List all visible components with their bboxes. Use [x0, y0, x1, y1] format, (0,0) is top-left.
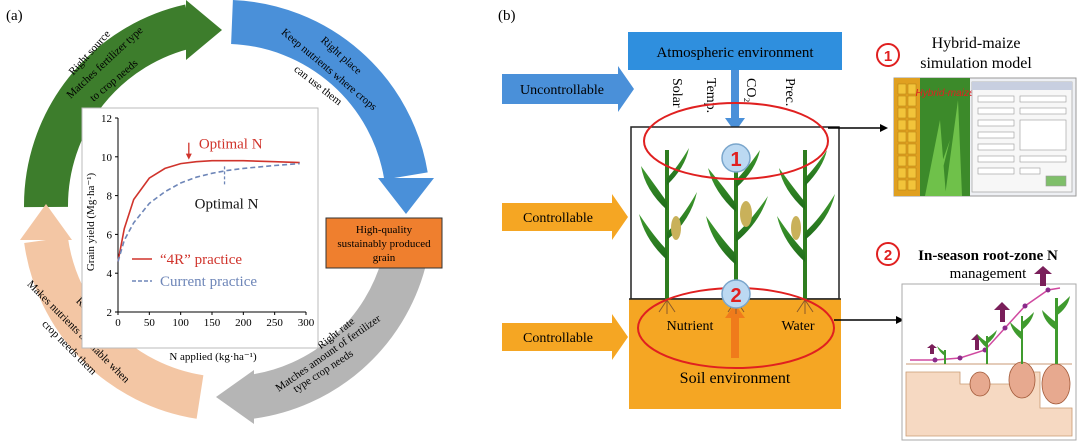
optimal-n-4r-arrowhead: [185, 153, 192, 160]
arc-source-label: Right source Matches fertilizer type to …: [64, 24, 145, 104]
arc-rate-arrowhead: [216, 370, 254, 424]
climate-factors: Solar Temp. CO₂ Prec.: [669, 78, 797, 113]
optimal-n-current-label: Optimal N: [195, 196, 259, 212]
seedling-plants: [937, 296, 1070, 364]
model-screenshot: Hybrid-maize: [893, 77, 1077, 197]
chart-y-tick-label: 6: [107, 229, 113, 241]
maize-plants: [639, 148, 835, 314]
factor-co2: CO₂: [743, 78, 758, 102]
atmosphere-down-arrow: [725, 70, 745, 132]
n-demand-line: [910, 287, 1061, 361]
chart-x-tick-label: 0: [115, 317, 121, 329]
maize-plant-right: [777, 150, 835, 300]
legend-label-4r: “4R” practice: [160, 252, 242, 268]
legend-label-current: Current practice: [160, 274, 257, 290]
root-title-line1: In-season root-zone N: [918, 248, 1058, 264]
marker-2-number: 2: [730, 285, 741, 307]
model-form-fields: [977, 95, 1067, 187]
soil-environment-box: Soil environment Nutrient Water: [629, 298, 841, 409]
panel-b-label: (b): [498, 8, 516, 24]
chart-lines: [117, 159, 300, 262]
chart-panel: [81, 107, 319, 349]
factor-solar: Solar: [669, 78, 684, 108]
controllable-arrow-plants: Controllable: [502, 194, 628, 240]
model-number-badge: [876, 43, 900, 67]
chart-y-tick-label: 8: [107, 191, 113, 203]
uncontrollable-arrow: Uncontrollable: [502, 66, 634, 112]
arc-time-arrowhead: [20, 204, 72, 240]
chart-x-tick-label: 100: [172, 317, 189, 329]
maize-plant-left: [639, 148, 697, 300]
chart-x-tick-label: 200: [235, 317, 252, 329]
arc-place-arrowhead: [378, 178, 434, 214]
uncontrollable-label: Uncontrollable: [520, 83, 604, 98]
soil-environment-label: Soil environment: [680, 370, 791, 387]
model-number: 1: [884, 48, 892, 65]
chart-y-tick-label: 12: [101, 113, 112, 125]
quality-grain-box: High-quality sustainably produced grain: [325, 217, 443, 269]
nutrient-label: Nutrient: [667, 319, 714, 334]
arc-right-source: [23, 4, 196, 208]
water-label: Water: [781, 319, 814, 334]
series-line-4r-practice: [117, 159, 300, 262]
chart-annotations: Optimal N Optimal N: [185, 137, 263, 212]
quality-grain-line3: grain: [373, 252, 396, 264]
chart-ticks: 0 50 100 150 200 250 300 2 4 6 8 10 12: [101, 113, 315, 329]
root-number: 2: [884, 247, 892, 264]
root-number-badge: [876, 242, 900, 266]
marker-2-badge: 2: [721, 279, 751, 309]
controllable-plants-label: Controllable: [523, 211, 593, 226]
panel-a-label: (a): [6, 8, 23, 24]
arc-right-place: [230, 0, 428, 180]
atmospheric-environment-box: Atmospheric environment: [628, 32, 842, 70]
factor-prec: Prec.: [782, 78, 797, 106]
chart-x-tick-label: 300: [298, 317, 315, 329]
factor-temp: Temp.: [703, 78, 718, 113]
root-title-line2: management: [950, 266, 1027, 282]
atmospheric-environment-label: Atmospheric environment: [656, 45, 814, 61]
hybrid-maize-section: 1 Hybrid-maize simulation model Hybrid-m…: [876, 35, 1077, 197]
root-zone-section: 2 In-season root-zone N management: [876, 242, 1077, 441]
marker-1-badge: 1: [721, 143, 751, 173]
controllable-arrow-soil: Controllable: [502, 314, 628, 360]
marker-1-number: 1: [730, 149, 741, 171]
root-zone-illustration: [901, 266, 1077, 441]
chart-y-axis-label: Grain yield (Mg·ha⁻¹): [85, 173, 97, 272]
quality-grain-line2: sustainably produced: [337, 238, 431, 250]
series-line-current-practice: [117, 162, 300, 262]
corn-kernels: [897, 83, 917, 191]
connector-arrows: [828, 124, 904, 324]
chart-y-tick-label: 10: [101, 152, 113, 164]
quality-grain-line1: High-quality: [356, 224, 413, 236]
optimal-n-4r-label: Optimal N: [199, 137, 263, 153]
arc-right-rate: [246, 255, 426, 419]
chart-y-tick-label: 2: [107, 307, 113, 319]
chart-x-tick-label: 50: [144, 317, 156, 329]
arc-source-arrowhead: [186, 0, 222, 60]
chart-x-tick-label: 150: [204, 317, 221, 329]
soil-up-arrow: [725, 304, 745, 358]
chart-y-tick-label: 4: [107, 268, 113, 280]
atmosphere-highlight-ellipse: [643, 102, 829, 180]
model-logo-text: Hybrid-maize: [916, 88, 975, 99]
model-title-line1: Hybrid-maize: [932, 35, 1021, 52]
chart-x-tick-label: 250: [266, 317, 283, 329]
chart-x-axis-label: N applied (kg·ha⁻¹): [169, 351, 257, 363]
model-title-line2: simulation model: [920, 55, 1032, 72]
controllable-soil-label: Controllable: [523, 331, 593, 346]
